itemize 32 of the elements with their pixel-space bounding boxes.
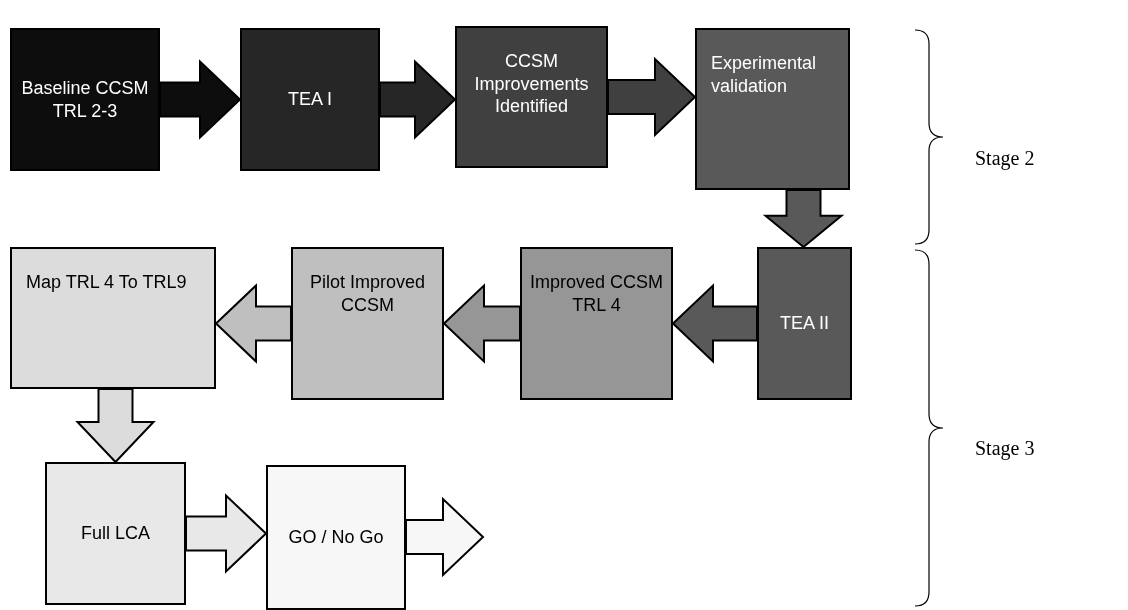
box-label: CCSM Improvements Identified — [473, 50, 590, 118]
process-box — [45, 462, 186, 605]
block-arrow — [159, 59, 242, 140]
block-arrow — [762, 189, 845, 249]
box-label: TEA I — [288, 88, 332, 111]
process-box — [520, 247, 673, 400]
block-arrow — [75, 388, 156, 464]
process-box — [266, 465, 406, 610]
process-box — [455, 26, 608, 168]
stage-label: Stage 3 — [975, 437, 1035, 460]
block-arrow — [185, 493, 268, 574]
process-box — [695, 28, 850, 190]
box-label: Full LCA — [81, 522, 150, 545]
box-label: Map TRL 4 To TRL9 — [26, 271, 187, 294]
process-box — [10, 247, 216, 389]
process-box — [757, 247, 852, 400]
box-label: GO / No Go — [288, 526, 384, 549]
box-label: TEA II — [780, 312, 829, 335]
process-box — [291, 247, 444, 400]
block-arrow — [607, 56, 697, 138]
box-label: Pilot Improved CCSM — [308, 271, 427, 316]
block-arrow — [405, 496, 485, 578]
block-arrow — [379, 59, 457, 140]
box-label: Experimental validation — [711, 52, 818, 97]
box-label: Improved CCSM TRL 4 — [529, 271, 664, 316]
box-label: Baseline CCSM TRL 2-3 — [20, 77, 150, 122]
block-arrow — [214, 283, 292, 364]
block-arrow — [671, 283, 758, 364]
block-arrow — [442, 283, 521, 364]
process-box — [240, 28, 380, 171]
stage-label: Stage 2 — [975, 147, 1035, 170]
process-box — [10, 28, 160, 171]
